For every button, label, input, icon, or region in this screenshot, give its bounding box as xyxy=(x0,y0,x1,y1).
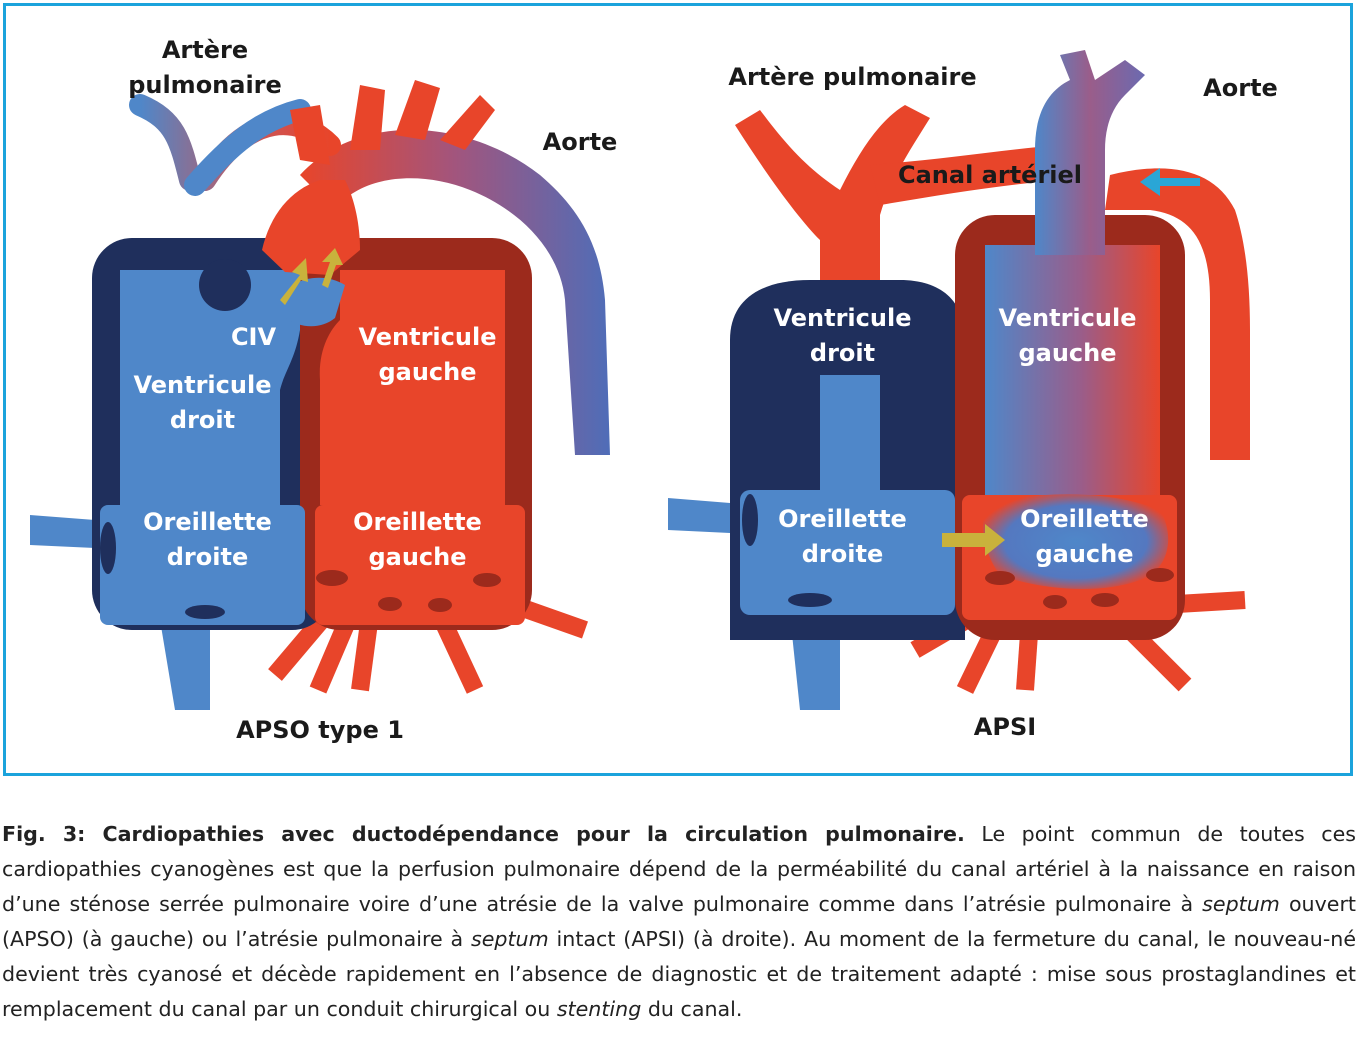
right-ductus xyxy=(870,145,1060,205)
right-asd-arrow xyxy=(942,524,1005,556)
left-svc-stub xyxy=(30,515,95,548)
left-aorta xyxy=(300,129,610,455)
left-label-right-atrium: Oreillette droite xyxy=(143,508,272,571)
left-label-left-atrium: Oreillette gauche xyxy=(353,508,482,571)
left-label-aorta: Aorte xyxy=(542,128,618,156)
caption-text-2: ouvert (APSO) (à gauche) ou l’atrésie pu… xyxy=(2,892,1356,951)
right-diagram-title: APSI xyxy=(973,713,1037,741)
caption-italic-2: septum xyxy=(471,927,549,951)
left-label-artery-pulmonary: Artère pulmonaire xyxy=(128,36,282,99)
right-label-right-atrium: Oreillette droite xyxy=(778,505,907,568)
left-diagram xyxy=(30,80,610,710)
left-label-right-ventricle: Ventricule droit xyxy=(133,371,272,434)
left-diagram-title: APSO type 1 xyxy=(236,716,404,744)
caption-italic-1: septum xyxy=(1202,892,1280,916)
right-rv-cavity xyxy=(820,375,880,490)
right-aorta xyxy=(1035,50,1145,255)
right-ra xyxy=(740,490,955,615)
heart-diagrams xyxy=(30,50,1250,710)
figure-caption: Fig. 3: Cardiopathies avec ductodépendan… xyxy=(2,817,1356,1027)
left-head-vessels xyxy=(290,80,495,165)
left-aortic-root xyxy=(262,180,360,275)
caption-text-3: intact (APSI) (à droite). Au moment de l… xyxy=(2,927,1356,1021)
right-label-artery-pulmonary: Artère pulmonaire xyxy=(728,63,977,91)
right-la-mixing xyxy=(983,494,1169,590)
left-label-civ: CIV xyxy=(230,323,277,351)
caption-text-4: du canal. xyxy=(641,997,743,1021)
right-lv-cavity xyxy=(985,245,1160,495)
right-descending-aorta xyxy=(1105,168,1250,460)
left-label-left-ventricle: Ventricule gauche xyxy=(358,323,497,386)
caption-italic-3: stenting xyxy=(556,997,642,1021)
right-svc-stub xyxy=(668,498,730,533)
right-label-left-ventricle: Ventricule gauche xyxy=(998,304,1137,367)
right-label-left-atrium: Oreillette gauche xyxy=(1020,505,1149,568)
left-la xyxy=(315,505,525,625)
right-label-aorta: Aorte xyxy=(1203,74,1278,102)
right-diagram xyxy=(668,50,1250,710)
right-ductus-arrow xyxy=(1140,168,1200,196)
right-label-right-ventricle: Ventricule droit xyxy=(773,304,912,367)
right-label-ductus: Canal artériel xyxy=(897,161,1083,189)
left-ivc xyxy=(160,620,210,710)
left-rv-cavity xyxy=(120,270,300,505)
left-ra xyxy=(100,505,305,625)
caption-label: Fig. 3: Cardiopathies avec ductodépendan… xyxy=(2,822,965,846)
left-lv-cavity xyxy=(319,270,505,505)
right-pulmonary-artery xyxy=(735,105,930,300)
caption-text-1: Le point commun de toutes ces cardiopath… xyxy=(2,822,1357,916)
